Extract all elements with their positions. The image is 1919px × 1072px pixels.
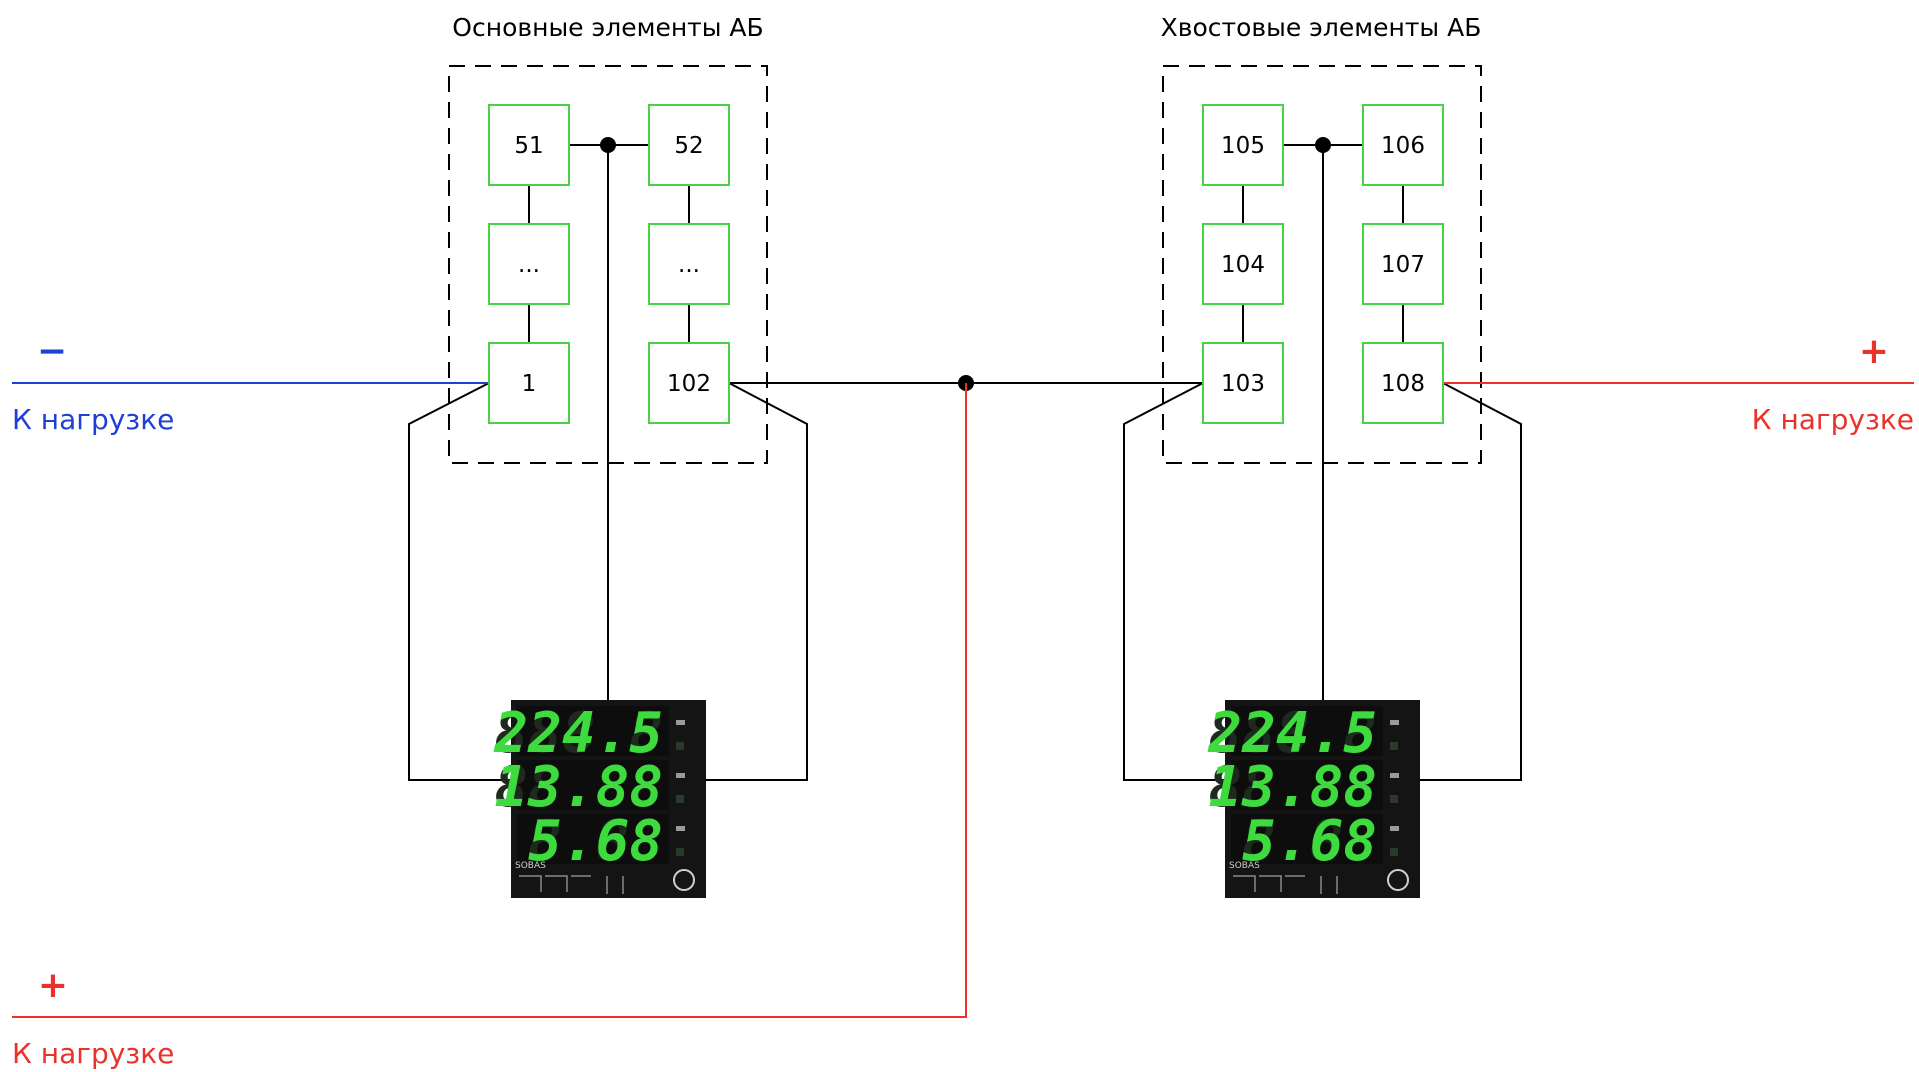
cell-108: 108	[1362, 342, 1444, 424]
cell-label: 51	[514, 133, 543, 159]
cell-103: 103	[1202, 342, 1284, 424]
meter-reading-top: 224.5	[493, 701, 663, 766]
meter-reading-top: 224.5	[1207, 701, 1377, 766]
meter-reading-bottom: 5.68	[528, 809, 663, 874]
meter-reading-bottom: 5.68	[1242, 809, 1377, 874]
cell-label: 1	[522, 371, 537, 397]
meter-knob	[1387, 869, 1409, 891]
cell-102: 102	[648, 342, 730, 424]
voltage-meter-main: 888.8 224.5 88.88 13.88 8.88 5.68 SOBAS	[493, 700, 706, 898]
cell-1: 1	[488, 342, 570, 424]
cell-label: 105	[1221, 133, 1265, 159]
cell-ellipsis-right: ...	[648, 223, 730, 305]
plus-load-label-right: К нагрузке	[1752, 403, 1914, 436]
cell-label: 102	[667, 371, 711, 397]
cell-label: ...	[518, 252, 540, 278]
cell-label: ...	[678, 252, 700, 278]
minus-load-label: К нагрузке	[12, 403, 174, 436]
cell-label: 107	[1381, 252, 1425, 278]
meter-reading-middle: 13.88	[1208, 755, 1377, 820]
black-wiring	[408, 144, 1522, 781]
svg-text:88.88: 88.88	[494, 755, 663, 820]
cell-label: 106	[1381, 133, 1425, 159]
cell-104: 104	[1202, 223, 1284, 305]
cell-107: 107	[1362, 223, 1444, 305]
cell-ellipsis-left: ...	[488, 223, 570, 305]
main-cells-title: Основные элементы АБ	[452, 13, 763, 42]
tail-cells-title: Хвостовые элементы АБ	[1161, 13, 1482, 42]
cell-label: 104	[1221, 252, 1265, 278]
meter-knob	[673, 869, 695, 891]
svg-text:88.88: 88.88	[1208, 755, 1377, 820]
minus-sign: −	[37, 331, 67, 372]
svg-text:888.8: 888.8	[1208, 701, 1377, 766]
meter-brand: SOBAS	[1229, 861, 1260, 871]
cell-label: 108	[1381, 371, 1425, 397]
plus-load-label-bottom: К нагрузке	[12, 1037, 174, 1070]
cell-106: 106	[1362, 104, 1444, 186]
meter-reading-middle: 13.88	[494, 755, 663, 820]
voltage-meter-tail: 888.8 224.5 88.88 13.88 8.88 5.68 SOBAS	[1207, 700, 1420, 898]
junction-dot-main-top	[600, 137, 616, 153]
cell-label: 52	[674, 133, 703, 159]
plus-sign-right: +	[1859, 331, 1889, 372]
plus-sign-bottom: +	[38, 965, 68, 1006]
junction-dot-tail-top	[1315, 137, 1331, 153]
plus-load-wire-bottom	[12, 383, 967, 1018]
svg-text:8.88: 8.88	[528, 809, 663, 874]
cell-52: 52	[648, 104, 730, 186]
svg-text:888.8: 888.8	[494, 701, 663, 766]
cell-label: 103	[1221, 371, 1265, 397]
cell-51: 51	[488, 104, 570, 186]
svg-text:8.88: 8.88	[1242, 809, 1377, 874]
cell-105: 105	[1202, 104, 1284, 186]
meter-brand: SOBAS	[515, 861, 546, 871]
